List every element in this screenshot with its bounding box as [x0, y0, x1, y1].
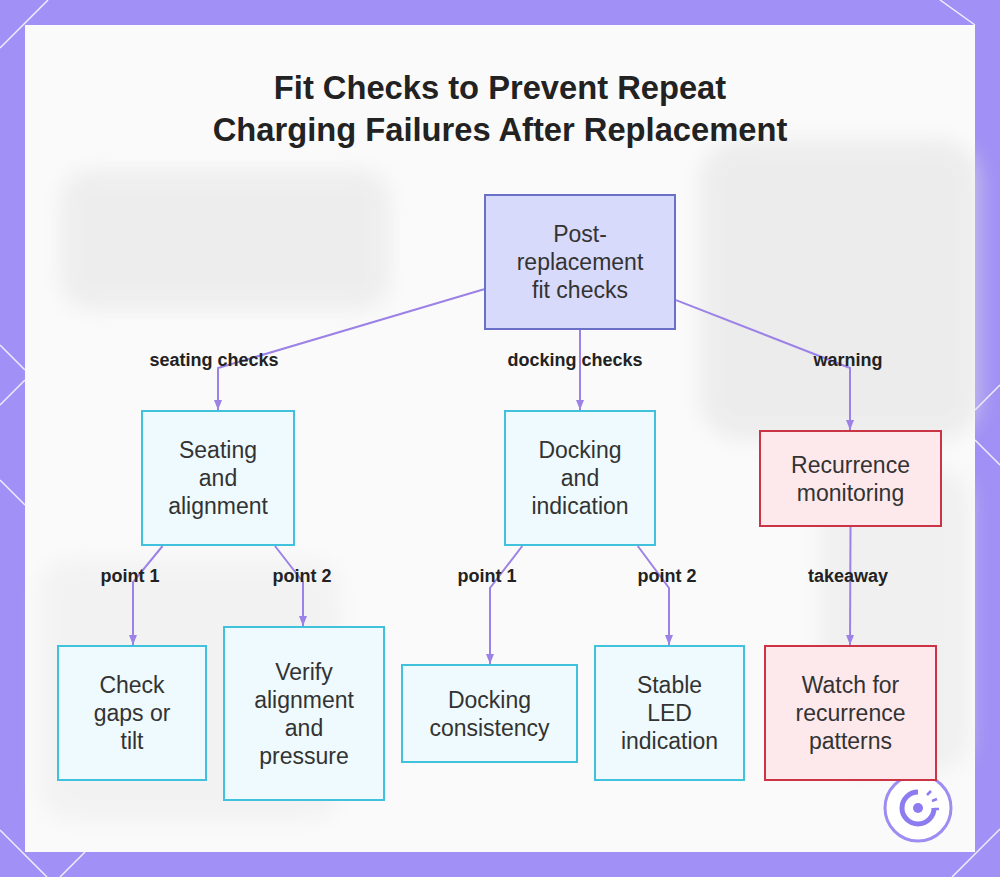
logo-mark	[885, 775, 951, 841]
root-box: Post-replacement fit checks	[484, 194, 676, 330]
connector-line	[638, 546, 669, 645]
blurred-illustration	[40, 140, 980, 820]
edge-label: point 1	[458, 566, 517, 587]
connector-line	[275, 546, 303, 626]
leaf-box: Check gaps or tilt	[57, 645, 207, 781]
node-label: Stable LED indication	[617, 671, 722, 755]
node-label: Post-replacement fit checks	[510, 220, 650, 304]
connector-line	[133, 546, 163, 645]
leaf-box: Docking consistency	[401, 664, 578, 763]
edge-label: point 2	[273, 566, 332, 587]
node-label: Verify alignment and pressure	[247, 658, 362, 770]
leaf-box: Verify alignment and pressure	[223, 626, 385, 801]
node-label: Watch for recurrence patterns	[786, 671, 916, 755]
edge-label: point 1	[101, 566, 160, 587]
connector-line	[490, 546, 522, 664]
node-label: Recurrence monitoring	[776, 451, 926, 507]
leaf-box: Stable LED indication	[594, 645, 745, 781]
node-label: Docking and indication	[525, 436, 635, 520]
branch-box: Docking and indication	[504, 410, 656, 546]
edge-label: takeaway	[808, 566, 888, 587]
edge-label: docking checks	[507, 350, 642, 371]
node-label: Docking consistency	[420, 686, 560, 742]
connector-line	[849, 527, 852, 645]
warning-box: Watch for recurrence patterns	[764, 645, 937, 781]
branch-box: Seating and alignment	[141, 410, 295, 546]
warning-box: Recurrence monitoring	[759, 430, 942, 527]
edge-label: warning	[813, 350, 882, 371]
edge-label: point 2	[638, 566, 697, 587]
connector-line	[579, 330, 581, 410]
edge-label: seating checks	[149, 350, 278, 371]
node-label: Seating and alignment	[163, 436, 273, 520]
node-label: Check gaps or tilt	[87, 671, 177, 755]
diagram-title: Fit Checks to Prevent Repeat Charging Fa…	[205, 67, 795, 151]
